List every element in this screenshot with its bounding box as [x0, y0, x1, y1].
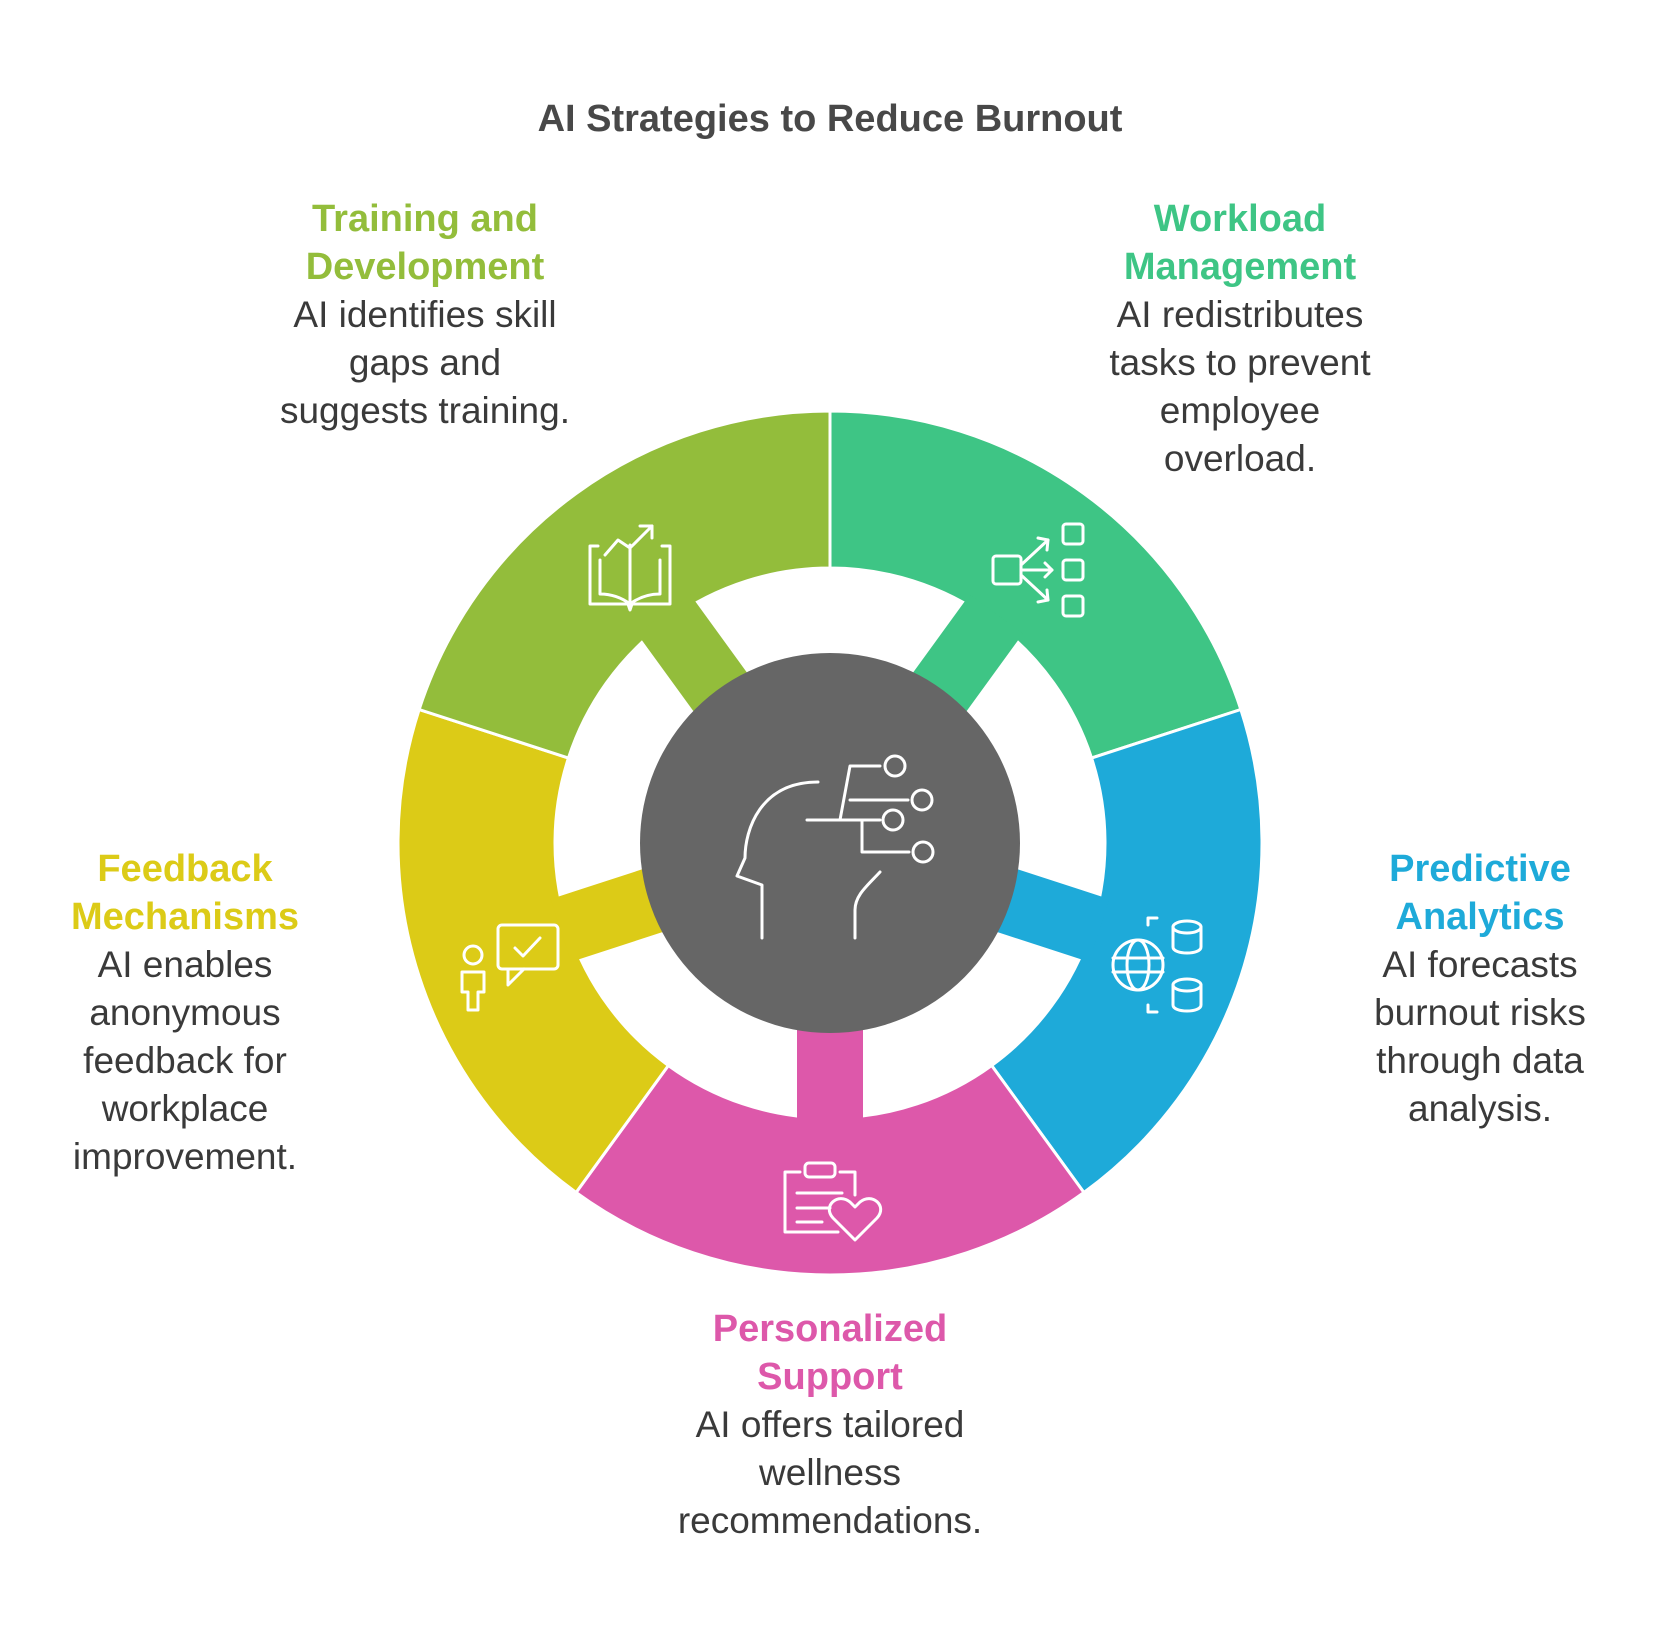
label-workload-management: Workload Management AI redistributes tas…: [1030, 195, 1450, 483]
workload-distribution-icon: [991, 522, 1085, 618]
segment-description: AI identifies skill gaps and suggests tr…: [279, 294, 570, 431]
segment-description: AI offers tailored wellness recommendati…: [677, 1404, 983, 1541]
connector-support: [797, 1013, 863, 1126]
globe-database-icon: [1111, 916, 1203, 1014]
segment-title: Workload Management: [1123, 198, 1357, 288]
label-training-and-development: Training and Development AI identifies s…: [215, 195, 635, 435]
segment-predictive: [989, 707, 1264, 1195]
label-feedback-mechanisms: Feedback Mechanisms AI enables anonymous…: [10, 845, 360, 1181]
segment-workload: [828, 409, 1243, 760]
segment-support: [573, 1063, 1087, 1277]
segment-title: Predictive Analytics: [1389, 848, 1571, 938]
segment-description: AI redistributes tasks to prevent employ…: [1109, 294, 1371, 479]
segment-title: Training and Development: [305, 198, 545, 288]
segment-title: Feedback Mechanisms: [70, 848, 300, 938]
label-personalized-support: Personalized Support AI offers tailored …: [600, 1305, 1060, 1545]
person-feedback-icon: [460, 923, 560, 1012]
segment-description: AI forecasts burnout risks through data …: [1374, 944, 1586, 1129]
growth-book-icon: [588, 524, 672, 612]
segment-feedback: [396, 707, 671, 1195]
clipboard-heart-icon: [783, 1161, 883, 1242]
ai-head-network-icon: [735, 754, 935, 940]
segment-title: Personalized Support: [712, 1308, 948, 1398]
segment-training: [417, 409, 832, 760]
label-predictive-analytics: Predictive Analytics AI forecasts burnou…: [1290, 845, 1660, 1133]
segment-description: AI enables anonymous feedback for workpl…: [72, 944, 298, 1177]
center-hub: [640, 653, 1020, 1033]
diagram-title: AI Strategies to Reduce Burnout: [537, 98, 1123, 140]
